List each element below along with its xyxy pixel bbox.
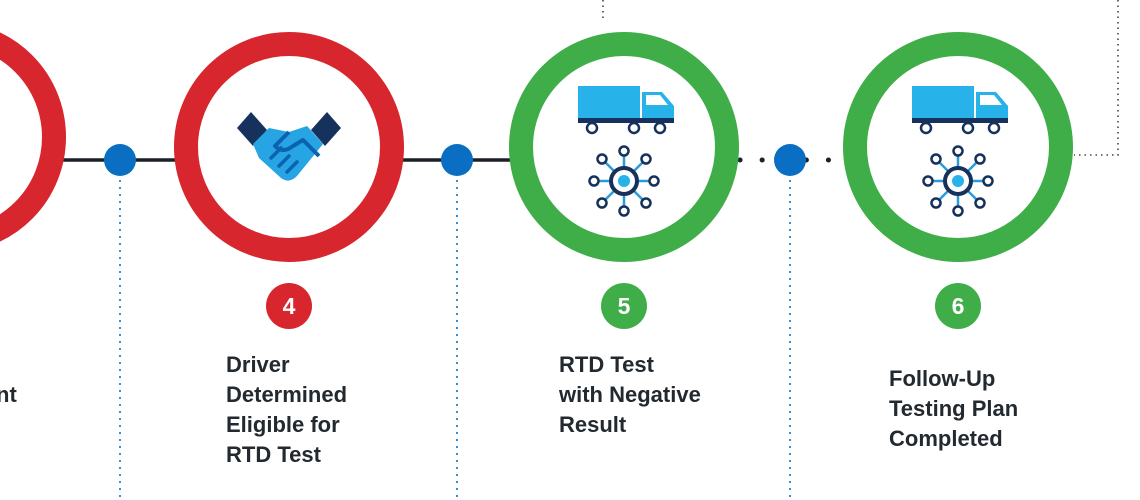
step-badge-4: 4 [266, 283, 312, 329]
handshake-icon [237, 112, 341, 181]
virus-icon [587, 144, 661, 218]
timeline-node-1 [104, 144, 136, 176]
virus-icon [921, 144, 995, 218]
step-label-line: nt [0, 382, 17, 407]
step-label-line: Determined [226, 382, 348, 407]
step-label-4: Driver Determined Eligible for RTD Test [226, 350, 347, 470]
timeline-node-2 [441, 144, 473, 176]
step-label-5: RTD Test with Negative Result [559, 350, 701, 440]
step-label-line: Eligible for [226, 412, 340, 437]
step-label-line: Result [559, 412, 627, 437]
step-label-line: Driver [226, 352, 290, 377]
step-label-line: RTD Test [226, 442, 321, 467]
step-label-line: with Negative [559, 382, 701, 407]
step-badge-6: 6 [935, 283, 981, 329]
step-badge-5: 5 [601, 283, 647, 329]
step-label-6: Follow-Up Testing Plan Completed [889, 364, 1018, 454]
step-label-line: Follow-Up [889, 366, 996, 391]
step-ring-partial [0, 32, 66, 242]
step-label-partial: nt [0, 380, 17, 410]
step-label-line: RTD Test [559, 352, 654, 377]
step-label-line: Completed [889, 426, 1003, 451]
dotted-outline-frame [602, 0, 1119, 156]
step-label-line: Testing Plan [889, 396, 1019, 421]
timeline-node-3 [774, 144, 806, 176]
